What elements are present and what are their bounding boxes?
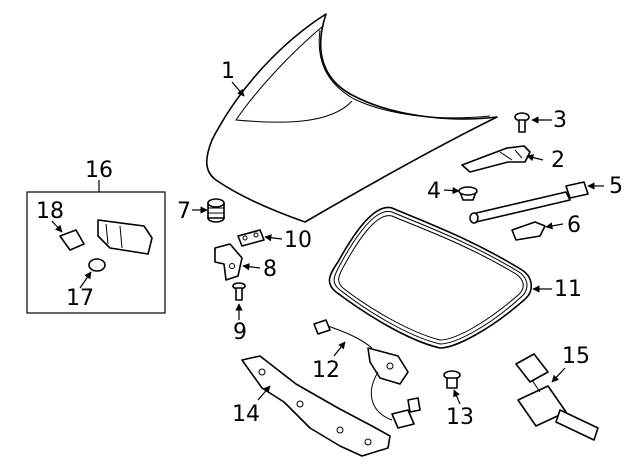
bracket-part-10 <box>237 229 265 247</box>
hood-panel <box>206 13 498 223</box>
callout-3: 3 <box>553 108 567 133</box>
spring-part-7 <box>207 198 225 223</box>
callout-8: 8 <box>263 257 277 282</box>
bracket-part-8 <box>214 243 243 281</box>
bolt-part-3 <box>514 112 530 133</box>
switch-part-15 <box>515 353 599 441</box>
handle-part-16 <box>97 219 153 255</box>
callout-9: 9 <box>233 320 247 345</box>
callout-11: 11 <box>554 277 582 302</box>
callout-1: 1 <box>221 59 235 84</box>
bolt-part-13 <box>443 370 461 389</box>
callout-18: 18 <box>36 199 64 224</box>
callout-15: 15 <box>562 344 590 369</box>
reinforcement-part-14 <box>241 355 391 457</box>
switch-part-18 <box>59 229 85 251</box>
leader-lines <box>51 81 604 405</box>
hinge-part-2 <box>461 145 531 173</box>
callout-5: 5 <box>609 174 623 199</box>
callout-7: 7 <box>177 199 191 224</box>
callout-4: 4 <box>427 179 441 204</box>
callout-6: 6 <box>567 213 581 238</box>
callout-14: 14 <box>232 402 260 427</box>
callout-12: 12 <box>312 358 340 383</box>
seal-part-11 <box>328 206 533 349</box>
callout-2: 2 <box>551 148 565 173</box>
support-strut-part-5 <box>469 181 589 224</box>
callout-10: 10 <box>284 228 312 253</box>
callout-13: 13 <box>446 405 474 430</box>
callout-16: 16 <box>85 158 113 183</box>
callout-17: 17 <box>66 286 94 311</box>
cap-part-17 <box>88 258 106 272</box>
clip-part-6 <box>511 221 546 241</box>
bumper-part-4 <box>458 186 478 201</box>
bolt-part-9 <box>232 282 246 301</box>
inset-box-part-16 <box>26 191 166 314</box>
latch-cable-part-12 <box>313 319 421 429</box>
